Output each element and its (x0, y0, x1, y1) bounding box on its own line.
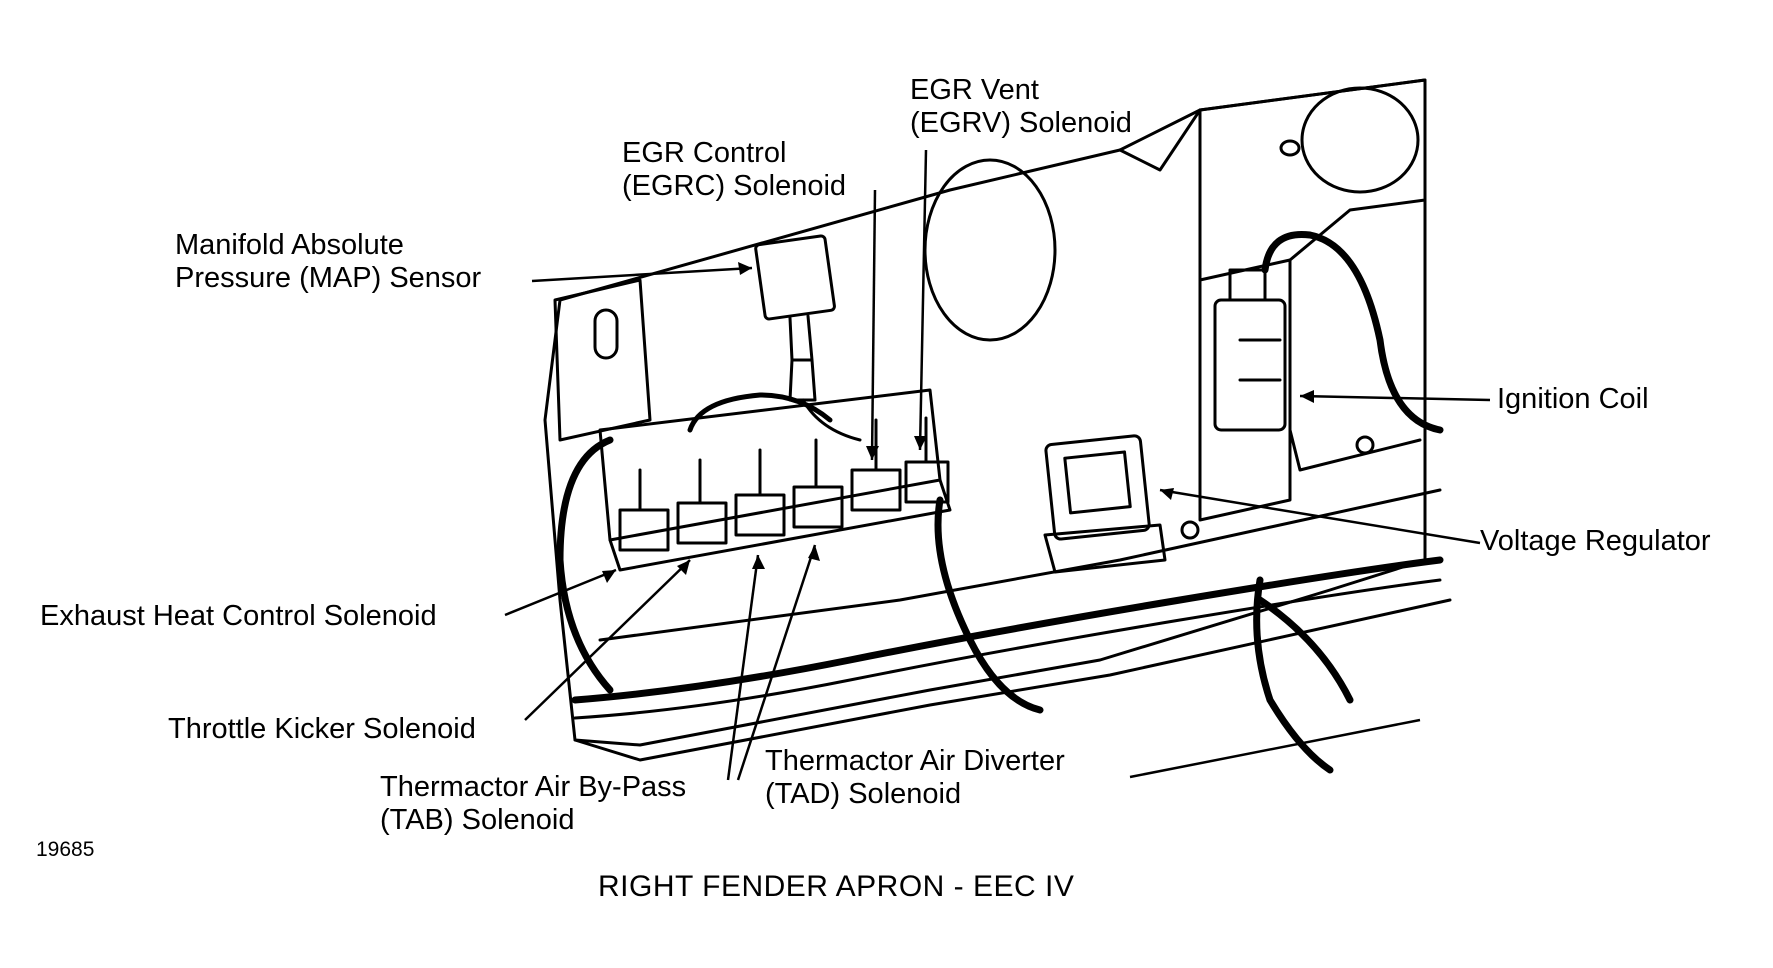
regulator-harness (934, 496, 1044, 714)
leader-exhaust-heat (504, 568, 617, 617)
leader-map (531, 266, 753, 283)
leader-tab (726, 554, 760, 781)
label-tab: Thermactor Air By-Pass (TAB) Solenoid (380, 771, 686, 837)
label-map-sensor-line1: Manifold Absolute (175, 229, 404, 261)
label-egr-vent: EGR Vent (EGRV) Solenoid (910, 74, 1132, 140)
map-sensor (754, 234, 836, 321)
label-throttle-kicker: Throttle Kicker Solenoid (168, 713, 476, 745)
label-egr-control-line1: EGR Control (622, 137, 787, 169)
left-hose (556, 436, 614, 694)
label-tad: Thermactor Air Diverter (TAD) Solenoid (765, 745, 1065, 811)
label-exhaust-heat: Exhaust Heat Control Solenoid (40, 600, 437, 632)
apron-flange (573, 598, 1452, 762)
voltage-regulator (1044, 434, 1151, 541)
apron-opening (923, 158, 1057, 342)
label-egr-vent-line1: EGR Vent (910, 74, 1039, 106)
ignition-coil (1213, 298, 1287, 432)
label-tad-line1: Thermactor Air Diverter (765, 745, 1065, 777)
label-ignition-coil: Ignition Coil (1497, 383, 1649, 415)
label-map-sensor: Manifold Absolute Pressure (MAP) Sensor (175, 229, 481, 295)
label-tad-line2: (TAD) Solenoid (765, 778, 962, 810)
leader-voltage-regulator (1159, 488, 1481, 545)
left-bracket (553, 278, 652, 442)
label-tab-line1: Thermactor Air By-Pass (380, 771, 687, 803)
main-harness (571, 556, 1444, 704)
leader-egr-vent (918, 149, 928, 451)
label-map-sensor-line2: Pressure (MAP) Sensor (175, 262, 482, 294)
label-egr-control: EGR Control (EGRC) Solenoid (622, 137, 846, 203)
solenoid-block (598, 388, 942, 542)
leader-throttle-kicker (524, 559, 691, 721)
drop-cable (1253, 576, 1334, 774)
label-voltage-regulator: Voltage Regulator (1480, 525, 1711, 557)
leader-tad-right (1129, 718, 1421, 779)
label-egr-control-line2: (EGRC) Solenoid (622, 170, 847, 202)
label-egr-vent-line2: (EGRV) Solenoid (910, 107, 1132, 139)
leader-ignition-coil (1299, 394, 1491, 402)
figure-number: 19685 (36, 838, 95, 861)
solenoid-row (618, 416, 950, 552)
coil-harness (1261, 230, 1444, 434)
label-tab-line2: (TAB) Solenoid (380, 804, 575, 836)
leader-tad (736, 544, 817, 781)
leader-egr-control (870, 189, 877, 461)
figure-title: RIGHT FENDER APRON - EEC IV (598, 870, 1075, 903)
